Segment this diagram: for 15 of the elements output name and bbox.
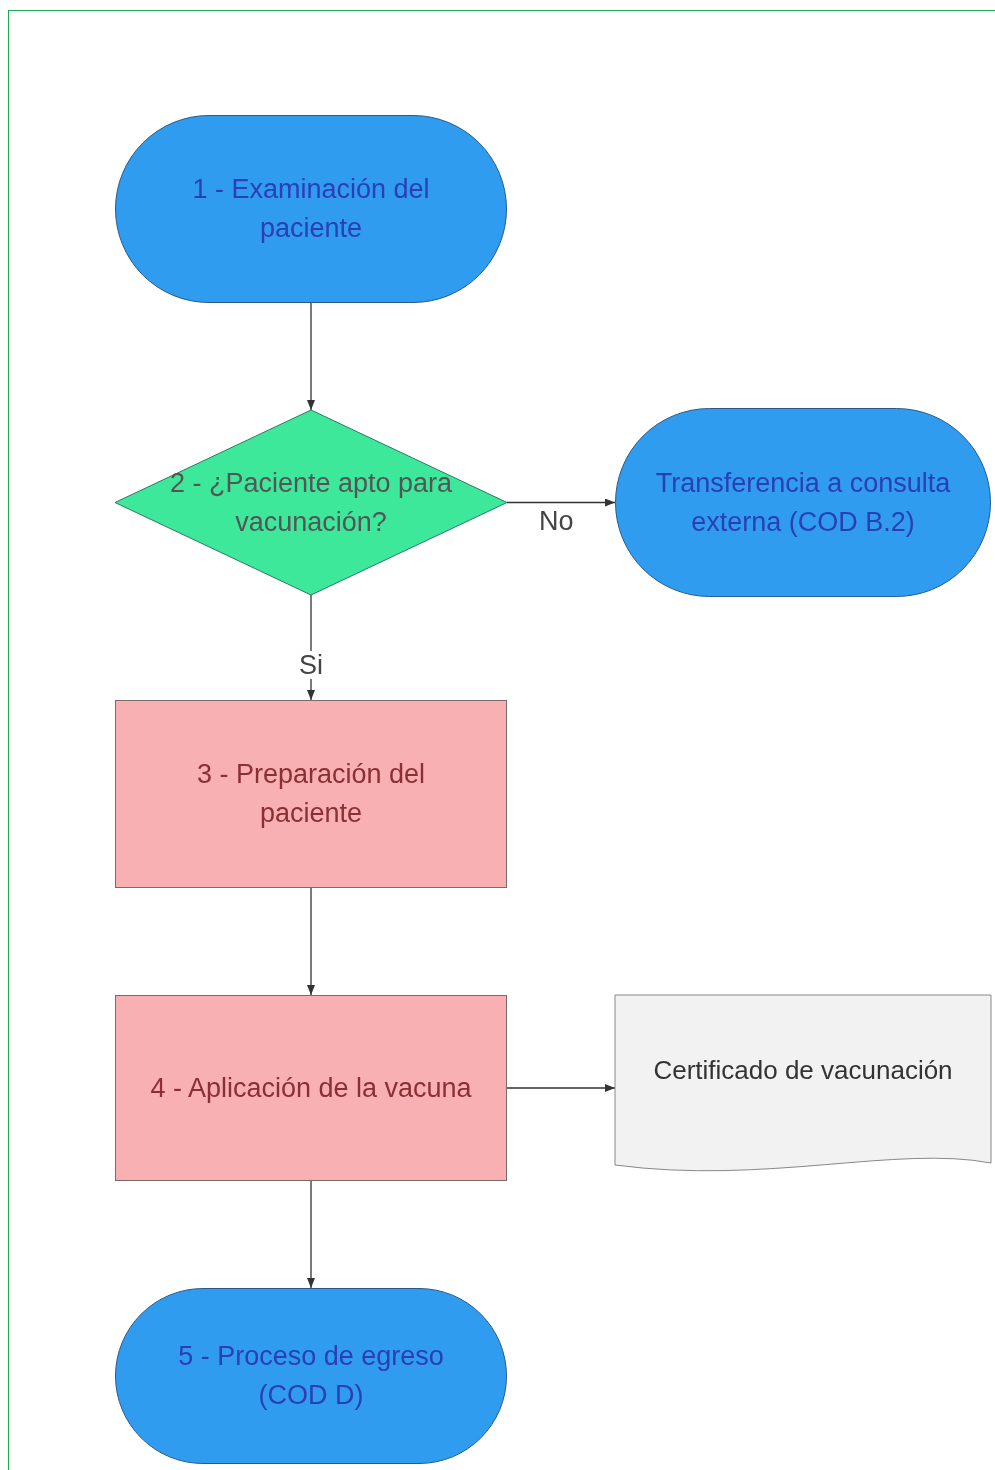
arrow (307, 302, 315, 411)
node-text: 1 - Examinación del paciente (191, 173, 431, 245)
process-box (115, 995, 507, 1181)
process-box (115, 700, 507, 888)
node-text: 4 - Aplicación de la vacuna (149, 1071, 473, 1105)
node-text: Transferencia a consulta externa (COD B.2) (654, 466, 952, 539)
arrow (506, 498, 616, 507)
node-text: Certificado de vacunación (652, 1053, 954, 1087)
node-text: 3 - Preparación del paciente (195, 758, 427, 830)
edge-label: Si (298, 651, 324, 679)
node-text: 5 - Proceso de egreso (COD D) (177, 1340, 445, 1412)
arrow (506, 1084, 616, 1092)
arrow (307, 1180, 315, 1289)
arrow (307, 887, 315, 996)
node-text: 2 - ¿Paciente apto para vacunación? (168, 466, 454, 539)
